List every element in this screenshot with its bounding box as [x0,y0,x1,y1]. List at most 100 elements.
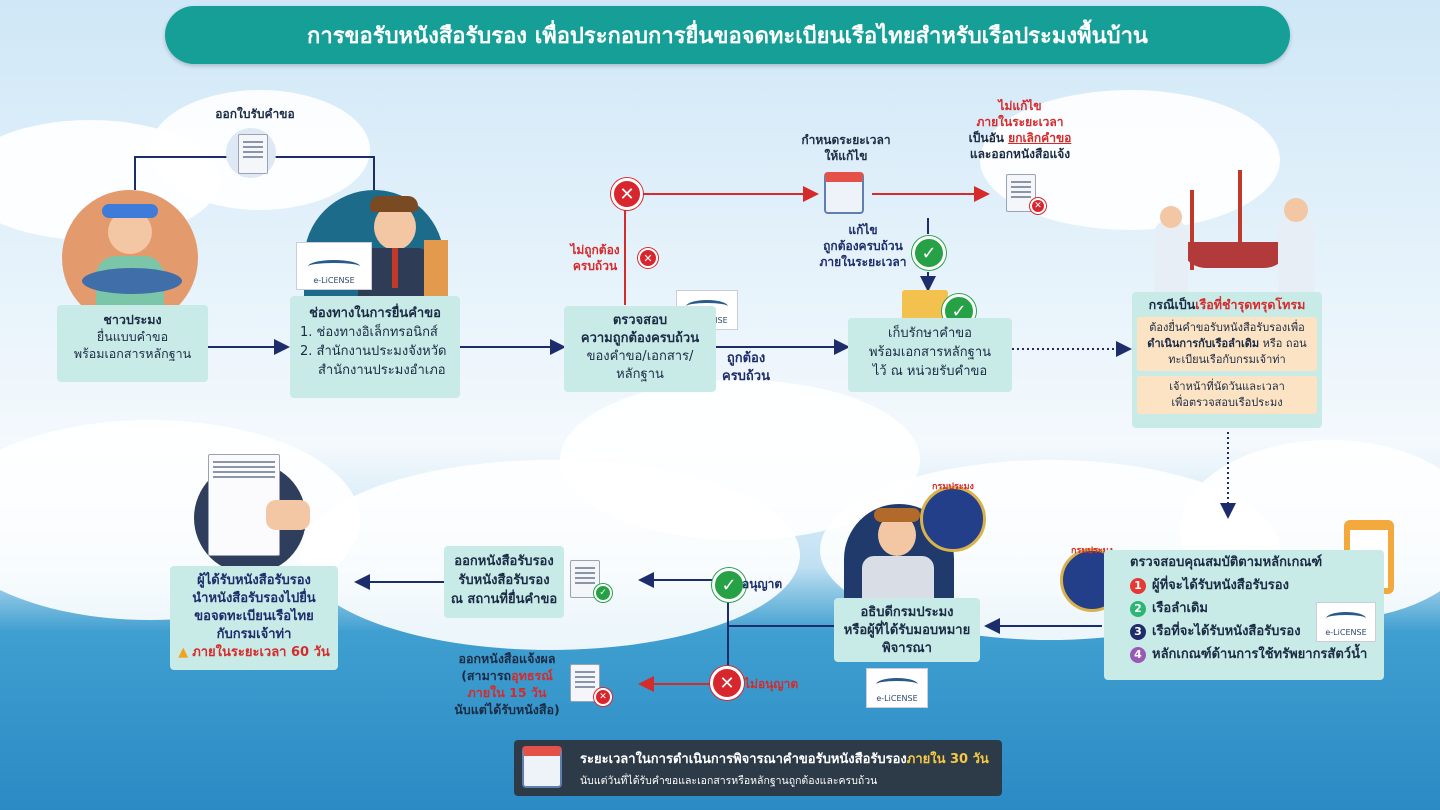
notify-line1: ออกหนังสือแจ้งผล [458,651,556,666]
notify-line2: (สามารถอุทธรณ์ [440,667,574,684]
fisherman-line2: พร้อมเอกสารหลักฐาน [73,346,192,361]
verify-line1: ของคำขอ/เอกสาร/ [586,349,694,364]
approved-label: อนุญาต [742,577,783,591]
not-fixed-line3a: เป็นอัน [968,131,1009,145]
damaged-p1-b: ดำเนินการกับเรือลำเดิม [1147,337,1260,350]
damaged-p1-d: ทะเบียนเรือกับกรมเจ้าท่า [1168,353,1286,366]
verify-line2: หลักฐาน [616,367,664,382]
verify-box: ตรวจสอบ ความถูกต้องครบถ้วน ของคำขอ/เอกสา… [564,306,716,392]
cloud [560,380,920,540]
elicense-logo: e-LiCENSE [1316,602,1376,642]
recipient-line5: ภายในระยะเวลา 60 วัน [192,645,330,660]
recipient-deadline: ▲ภายในระยะเวลา 60 วัน [174,644,334,662]
damaged-title-a: กรณีเป็น [1148,297,1196,312]
damaged-paragraph1: ต้องยื่นคำขอรับหนังสือรับรองเพื่อ ดำเนิน… [1137,317,1317,371]
incomplete-line1: ไม่ถูกต้อง [570,243,620,257]
recipient-line1: ผู้ได้รับหนังสือรับรอง [197,573,311,588]
deadline-line1: กำหนดระยะเวลา [801,133,891,147]
director-line2: หรือผู้ที่ได้รับมอบหมาย [843,623,971,638]
verify-title2: ความถูกต้องครบถ้วน [580,331,700,346]
store-line1: เก็บรักษาคำขอ [888,326,972,341]
check-label-3: เรือที่จะได้รับหนังสือรับรอง [1152,624,1301,639]
store-box: เก็บรักษาคำขอ พร้อมเอกสารหลักฐาน ไว้ ณ ห… [848,318,1012,392]
check-num-1: 1 [1130,578,1146,594]
elicense-text: e-LiCENSE [1325,628,1367,637]
fixed-line3: ภายในระยะเวลา [819,255,907,269]
elicense-logo: e-LiCENSE [296,242,372,290]
incomplete-label: ไม่ถูกต้อง ครบถ้วน [560,242,630,274]
channels-title: ช่องทางในการยื่นคำขอ [309,306,441,321]
recipient-box: ผู้ได้รับหนังสือรับรอง นำหนังสือรับรองไป… [170,566,338,670]
check-label-2: เรือลำเดิม [1152,601,1208,616]
check-label-1: ผู้ที่จะได้รับหนังสือรับรอง [1152,578,1289,593]
fixed-line2: ถูกต้องครบถ้วน [823,239,903,253]
complete-line2: ครบถ้วน [722,369,770,384]
notify-x-icon: ✕ [594,688,612,706]
cancel-x-icon: ✕ [1030,198,1046,214]
fixed-label: แก้ไข ถูกต้องครบถ้วน ภายในระยะเวลา [808,222,918,270]
check-item-3: 3 เรือที่จะได้รับหนังสือรับรอง [1130,623,1378,640]
fisherman-box: ชาวประมง ยื่นแบบคำขอ พร้อมเอกสารหลักฐาน [57,305,208,382]
fisherman-line1: ยื่นแบบคำขอ [96,329,169,344]
complete-line1: ถูกต้อง [726,351,766,366]
timeframe-line1: ระยะเวลาในการดำเนินการพิจารณาคำขอรับหนัง… [580,748,989,769]
incomplete-x-icon: ✕ [638,248,658,268]
recipient-line2: นำหนังสือรับรองไปยื่น [192,591,316,606]
check-num-2: 2 [1130,601,1146,617]
inspectors-illustration [1150,170,1320,300]
check-item-1: 1 ผู้ที่จะได้รับหนังสือรับรอง [1130,577,1378,594]
check-label-4: หลักเกณฑ์ด้านการใช้ทรัพยากรสัตว์น้ำ [1152,647,1368,662]
notify-line4: นับแต่ได้รับหนังสือ) [454,702,560,717]
not-fixed-label: ไม่แก้ไข ภายในระยะเวลา เป็นอัน ยกเลิกคำข… [950,98,1090,162]
timeframe-line2: นับแต่วันที่ได้รับคำขอและเอกสารหรือหลักฐ… [580,775,878,787]
fixed-check-icon: ✓ [912,236,946,270]
channels-line1: 1. ช่องทางอิเล็กทรอนิกส์ [300,325,438,340]
department-seal: กรมประมง [920,482,986,552]
timeframe-bar: ระยะเวลาในการดำเนินการพิจารณาคำขอรับหนัง… [514,740,1002,796]
deadline-label: กำหนดระยะเวลา ให้แก้ไข [786,132,906,164]
timeframe-calendar-icon [522,746,562,788]
check-num-3: 3 [1130,624,1146,640]
timeframe-line1b: ภายใน 30 วัน [906,752,989,767]
recipient-line4: กับกรมเจ้าท่า [216,627,292,642]
hand-icon [266,500,310,530]
check-item-2: 2 เรือลำเดิม [1130,600,1378,617]
not-fixed-line3: เป็นอัน ยกเลิกคำขอ [950,130,1090,146]
elicense-text: e-LiCENSE [876,694,918,703]
channels-line2: 2. สำนักงานประมงจังหวัด [300,344,447,359]
director-box: อธิบดีกรมประมง หรือผู้ที่ได้รับมอบหมาย พ… [834,598,980,662]
issue-receipt-label: ออกใบรับคำขอ [215,107,295,121]
not-fixed-line1: ไม่แก้ไข [998,99,1042,113]
check-num-4: 4 [1130,647,1146,663]
damaged-p2-b: เพื่อตรวจสอบเรือประมง [1171,396,1283,409]
notify-line2a: (สามารถ [461,668,512,683]
recipient-line3: ขอจดทะเบียนเรือไทย [194,609,314,624]
store-line2: พร้อมเอกสารหลักฐาน [868,345,992,360]
store-line3: ไว้ ณ หน่วยรับคำขอ [872,364,988,379]
damaged-p1-c: หรือ ถอน [1259,337,1307,350]
calendar-icon [824,172,864,214]
seal-text: กรมประมง [932,482,974,492]
damaged-p2-a: เจ้าหน้าที่นัดวันและเวลา [1169,380,1285,393]
check-title: ตรวจสอบคุณสมบัติตามหลักเกณฑ์ [1130,555,1323,570]
elicense-logo: e-LiCENSE [866,668,928,708]
damaged-boat-box: กรณีเป็นเรือที่ชำรุดทรุดโทรม ต้องยื่นคำข… [1132,292,1322,428]
notify-label: ออกหนังสือแจ้งผล (สามารถอุทธรณ์ ภายใน 15… [440,650,574,718]
cert-check-icon: ✓ [594,584,612,602]
check-item-4: 4 หลักเกณฑ์ด้านการใช้ทรัพยากรสัตว์น้ำ [1130,646,1378,663]
complete-label: ถูกต้อง ครบถ้วน [716,350,776,386]
check-criteria-box: ตรวจสอบคุณสมบัติตามหลักเกณฑ์ 1 ผู้ที่จะได… [1104,550,1384,680]
channels-box: ช่องทางในการยื่นคำขอ 1. ช่องทางอิเล็กทรอ… [290,296,460,398]
director-line1: อธิบดีกรมประมง [860,605,954,620]
director-line3: พิจารณา [882,641,932,656]
issue-cert-line1: ออกหนังสือรับรอง [454,554,554,569]
incomplete-line2: ครบถ้วน [572,259,618,273]
channels-line3: สำนักงานประมงอำเภอ [318,363,446,378]
damaged-title: กรณีเป็นเรือที่ชำรุดทรุดโทรม [1137,296,1317,313]
issue-cert-line3: ณ สถานที่ยื่นคำขอ [450,592,558,607]
not-fixed-line4: และออกหนังสือแจ้ง [969,147,1071,161]
cancel-request-text: ยกเลิกคำขอ [1008,131,1072,145]
fisherman-title: ชาวประมง [103,312,162,327]
elicense-text: e-LiCENSE [313,276,355,285]
issue-cert-line2: รับหนังสือรับรอง [458,573,550,588]
